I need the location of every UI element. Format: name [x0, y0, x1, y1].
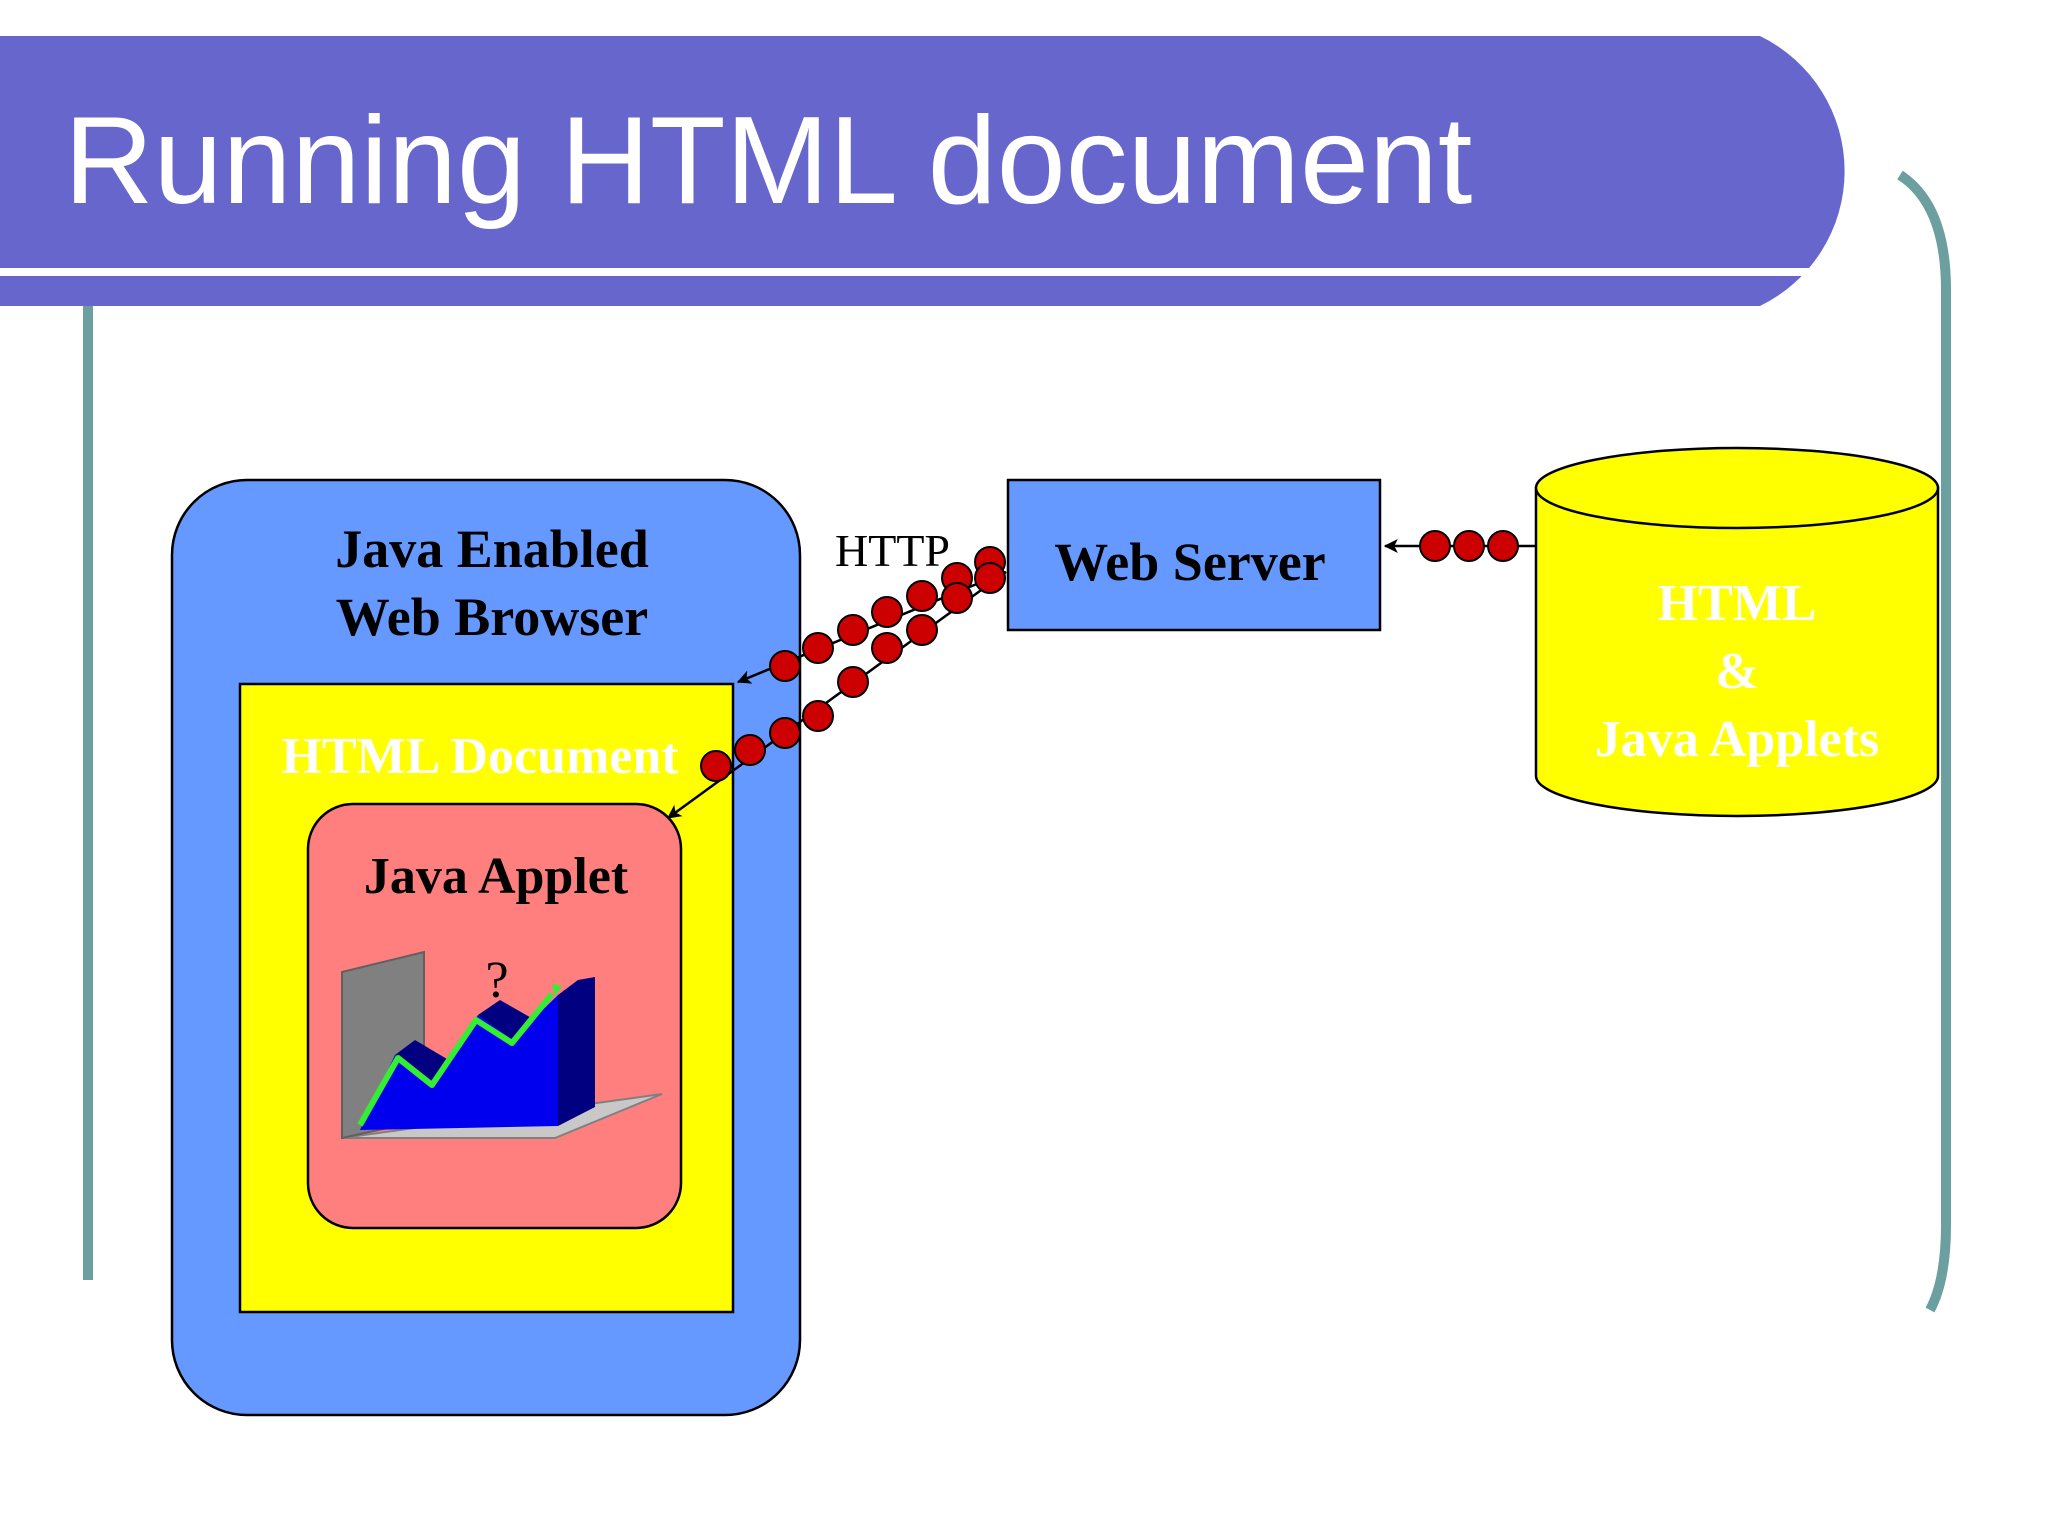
storage-cylinder — [1534, 446, 1940, 818]
packet-dot — [769, 717, 801, 749]
html-document-label: HTML Document — [281, 728, 679, 785]
packet-dot — [941, 582, 973, 614]
packet-dot — [837, 614, 869, 646]
packet-dot — [871, 632, 903, 664]
applet-label: Java Applet — [364, 848, 629, 905]
web-server-label: Web Server — [1054, 532, 1325, 592]
packet-dot — [906, 580, 938, 612]
web-server-box — [1006, 478, 1382, 632]
storage-label-line1: HTML — [1658, 575, 1817, 632]
packet-dot — [734, 734, 766, 766]
packet-dot — [974, 562, 1006, 594]
browser-label-line2: Web Browser — [336, 587, 648, 647]
packet-dot — [700, 750, 732, 782]
title-underline — [0, 268, 1810, 276]
browser-label-line1: Java Enabled — [335, 519, 649, 579]
packet-dot — [802, 700, 834, 732]
packet-dot — [1419, 530, 1451, 562]
packet-stream-storage — [1419, 530, 1519, 562]
slide-title: Running HTML document — [64, 92, 1473, 230]
packet-dot — [802, 632, 834, 664]
packet-dot — [1487, 530, 1519, 562]
packet-dot — [871, 596, 903, 628]
applet-question-mark: ? — [485, 952, 508, 1009]
http-protocol-label: HTTP — [835, 525, 950, 576]
packet-dot — [837, 666, 869, 698]
frame-right-border — [1897, 170, 1951, 1313]
packet-stream-lower — [700, 562, 1006, 782]
packet-dot — [769, 650, 801, 682]
storage-label-line2: & — [1715, 643, 1758, 700]
title-band — [0, 36, 1845, 306]
packet-dot — [1453, 530, 1485, 562]
storage-label-line3: Java Applets — [1595, 711, 1880, 768]
packet-dot — [906, 614, 938, 646]
applet-chart-icon: ? — [341, 950, 663, 1140]
